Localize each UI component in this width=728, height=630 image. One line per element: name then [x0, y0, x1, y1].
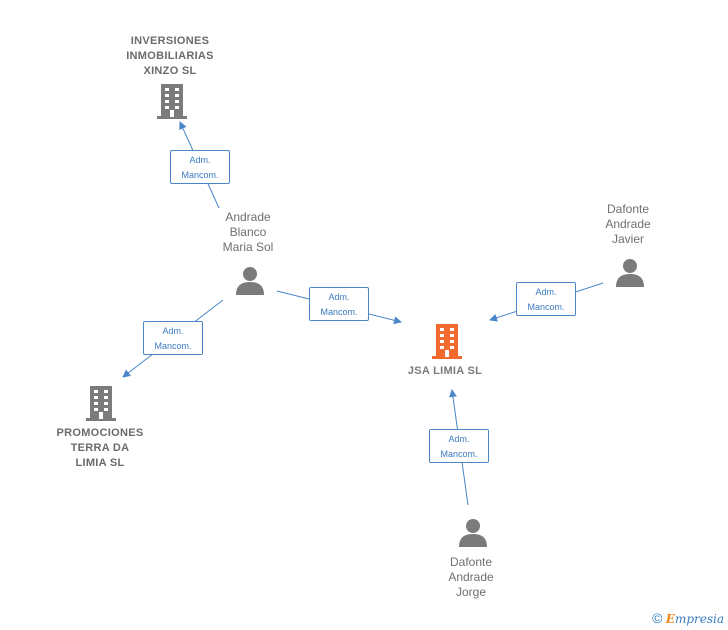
edge-label-javier-jsa: Adm. Mancom. — [516, 282, 576, 316]
person-icon — [458, 518, 488, 553]
brand-initial: E — [665, 612, 675, 626]
brand-name: mpresia — [674, 612, 724, 626]
node-promociones-label: PROMOCIONES TERRA DA LIMIA SL — [56, 427, 144, 469]
edge-label-andrade-inversiones: Adm. Mancom. — [170, 150, 230, 184]
edge-label-andrade-promociones: Adm. Mancom. — [143, 321, 203, 355]
node-dafonte-jorge-label: Dafonte Andrade Jorge — [448, 555, 494, 599]
footer-brand: © Empresia — [652, 610, 724, 626]
node-inversiones-label: INVERSIONES INMOBILIARIAS XINZO SL — [126, 35, 214, 77]
edge-label-jorge-jsa: Adm. Mancom. — [429, 429, 489, 463]
building-icon — [431, 324, 463, 365]
building-icon — [85, 386, 117, 427]
person-icon — [615, 258, 645, 293]
edge-label-andrade-jsa: Adm. Mancom. — [309, 287, 369, 321]
person-icon — [235, 266, 265, 301]
copyright-symbol: © — [652, 610, 663, 626]
node-dafonte-javier-label: Dafonte Andrade Javier — [605, 202, 651, 246]
node-jsa-label: JSA LIMIA SL — [407, 365, 483, 377]
building-icon — [156, 84, 188, 125]
node-andrade-label: Andrade Blanco Maria Sol — [222, 210, 274, 254]
